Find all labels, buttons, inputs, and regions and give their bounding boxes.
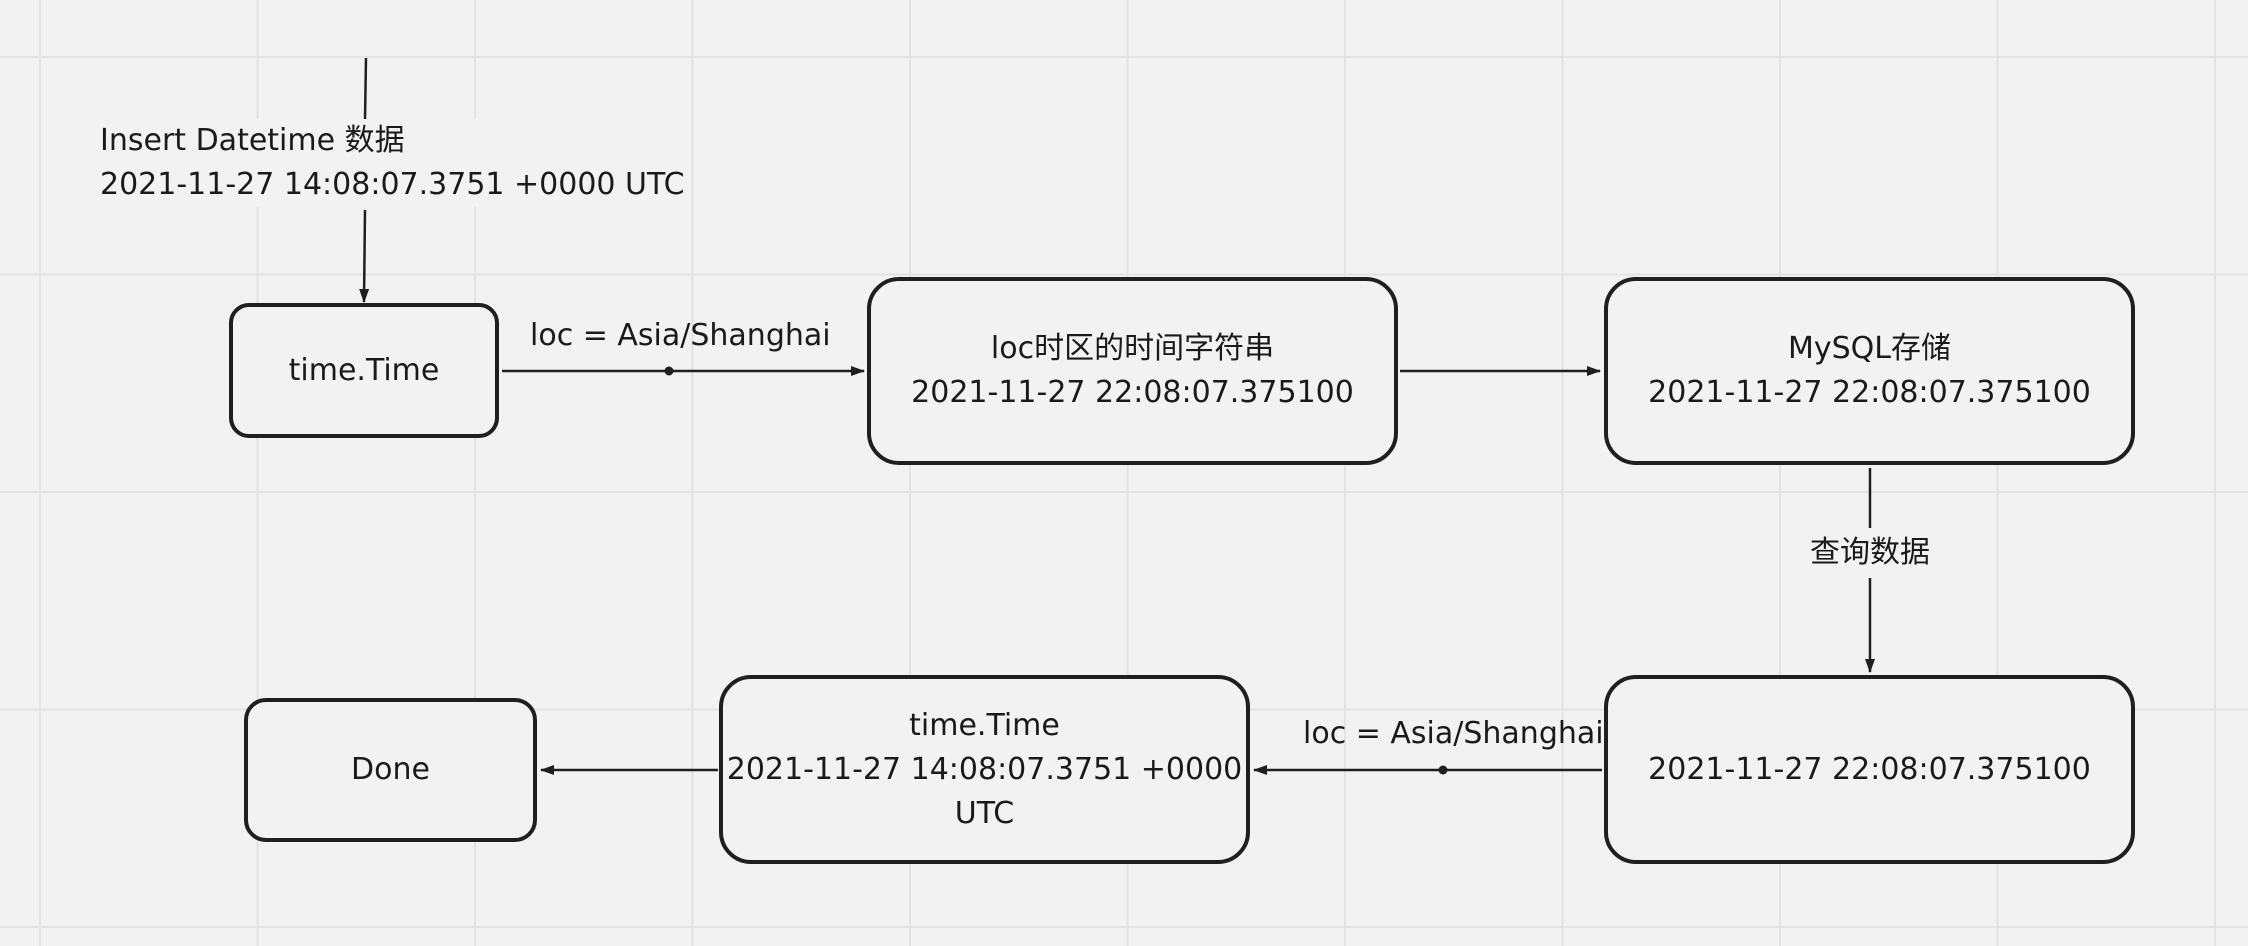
insert-label-line2: 2021-11-27 14:08:07.3751 +0000 UTC	[100, 167, 685, 202]
node-time-time-result-title: time.Time	[909, 707, 1060, 743]
insert-edge-top	[363, 57, 368, 121]
node-time-time-result[interactable]: time.Time 2021-11-27 14:08:07.3751 +0000…	[719, 675, 1250, 864]
query-edge-label: 查询数据	[1806, 531, 1934, 575]
node-time-time[interactable]: time.Time	[229, 303, 499, 438]
node-done-text: Done	[351, 752, 430, 787]
node-loc-time-string[interactable]: loc时区的时间字符串 2021-11-27 22:08:07.375100	[867, 277, 1398, 465]
loc-top-edge-label: loc = Asia/Shanghai	[530, 318, 831, 353]
node-loc-time-string-title: loc时区的时间字符串	[990, 331, 1275, 366]
node-done[interactable]: Done	[244, 698, 537, 842]
node-time-time-result-tz: UTC	[954, 795, 1015, 831]
node-query-result[interactable]: 2021-11-27 22:08:07.375100	[1604, 675, 2135, 864]
insert-edge-label: Insert Datetime 数据 2021-11-27 14:08:07.3…	[98, 119, 687, 207]
node-time-time-text: time.Time	[288, 352, 440, 388]
node-time-time-result-value: 2021-11-27 14:08:07.3751 +0000	[726, 751, 1243, 787]
node-mysql-storage-value: 2021-11-27 22:08:07.375100	[1648, 375, 2091, 410]
insert-label-line1: Insert Datetime 数据	[100, 123, 405, 158]
edge-midpoint-dot	[664, 366, 674, 376]
node-loc-time-string-value: 2021-11-27 22:08:07.375100	[911, 375, 1354, 410]
insert-edge	[359, 209, 370, 303]
node-mysql-storage-title: MySQL存储	[1787, 331, 1951, 366]
loc-bottom-edge-label: loc = Asia/Shanghai	[1303, 716, 1604, 751]
node-mysql-storage[interactable]: MySQL存储 2021-11-27 22:08:07.375100	[1604, 277, 2135, 465]
node-query-result-value: 2021-11-27 22:08:07.375100	[1648, 751, 2091, 787]
edge-midpoint-dot	[1438, 765, 1448, 775]
